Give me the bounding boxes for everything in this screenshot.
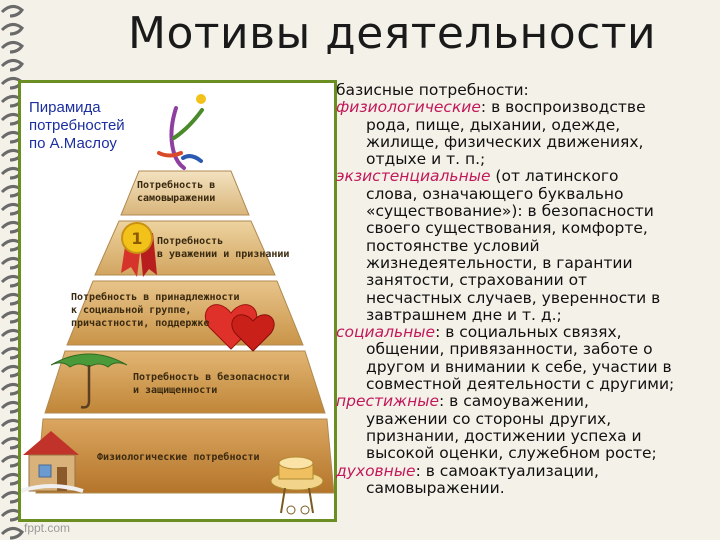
need-item: духовные: в самоактуализации, xyxy=(336,461,716,480)
pyramid-level-label: Потребность в уважении и признании xyxy=(157,235,289,261)
pyramid-panel: Пирамида потребностей по А.Маслоу xyxy=(18,80,337,522)
spiral-ring xyxy=(0,527,25,540)
need-description: : в самоактуализации, xyxy=(415,461,599,480)
need-category: духовные xyxy=(336,461,416,480)
medal-icon: 1 xyxy=(121,222,157,277)
need-description-line: постоянстве условий xyxy=(366,236,540,255)
label-line: Потребность в безопасности xyxy=(133,372,290,383)
pyramid-caption: Пирамида потребностей по А.Маслоу xyxy=(29,99,125,153)
need-category: физиологические xyxy=(336,98,481,117)
need-description: : в воспроизводстве xyxy=(480,98,646,117)
spiral-ring xyxy=(0,59,25,72)
need-description-line: общении, привязанности, заботе о xyxy=(366,340,653,359)
need-description-line: другом и внимании к себе, участии в xyxy=(366,357,672,376)
hearts-icon xyxy=(204,304,275,352)
label-line: и защищенности xyxy=(133,385,218,396)
pyramid-level-label: Потребность в безопасности и защищенност… xyxy=(133,371,290,397)
pyramid-tier-top xyxy=(120,170,250,216)
need-description-line: несчастных случаев, уверенности в xyxy=(366,288,661,307)
need-description-line: своего существования, комфорте, xyxy=(366,219,648,238)
need-description-line: жизнедеятельности, в гарантии xyxy=(366,253,633,272)
needs-heading: базисные потребности: xyxy=(336,81,529,99)
need-description: : в самоуважении, xyxy=(439,392,589,411)
label-line: самовыражении xyxy=(137,193,216,204)
caption-line: Пирамида xyxy=(29,99,101,116)
need-description-line: жилище, физических движениях, xyxy=(366,132,644,151)
pyramid-level-label: Потребность в самовыражении xyxy=(137,179,215,205)
need-description-line: признании, достижении успеха и xyxy=(366,426,642,445)
figure-icon xyxy=(157,94,206,170)
label-line: в уважении и признании xyxy=(157,249,290,260)
pyramid-level-label: Потребность в принадлежности к социально… xyxy=(71,291,240,330)
umbrella-icon xyxy=(50,353,128,409)
need-description-line: «существование»): в безопасности xyxy=(366,202,654,221)
need-description: (от латинского xyxy=(490,167,619,186)
spiral-ring xyxy=(0,23,25,36)
need-description-line: самовыражении. xyxy=(366,478,505,497)
label-line: Потребность xyxy=(157,236,224,247)
need-description: : в социальных связях, xyxy=(435,323,622,342)
label-line: Физиологические потребности xyxy=(97,452,260,463)
table-food-icon xyxy=(270,456,324,515)
need-category: экзистенциальные xyxy=(336,167,491,186)
need-category: престижные xyxy=(336,392,440,411)
caption-line: потребностей xyxy=(29,117,125,134)
needs-description: базисные потребности: физиологические: в… xyxy=(336,81,716,497)
slide-title: Мотивы деятельности xyxy=(128,8,657,59)
medal-number: 1 xyxy=(131,229,142,248)
pyramid-level-label: Физиологические потребности xyxy=(97,451,260,464)
need-description-line: рода, пище, дыхании, одежде, xyxy=(366,115,621,134)
label-line: Потребность в принадлежности xyxy=(71,292,240,303)
need-description-line: высокой оценки, служебном росте; xyxy=(366,444,657,463)
caption-line: по А.Маслоу xyxy=(29,135,117,152)
label-line: к социальной группе, xyxy=(71,305,192,316)
need-item: социальные: в социальных связях, xyxy=(336,324,716,341)
need-item: престижные: в самоуважении, xyxy=(336,393,716,410)
need-description-line: отдыхе и т. п.; xyxy=(366,150,486,169)
label-line: причастности, поддержке xyxy=(71,318,210,329)
need-category: социальные xyxy=(336,323,436,342)
need-description-line: слова, означающего буквально xyxy=(366,184,624,203)
footer-watermark: fppt.com xyxy=(24,521,71,535)
need-item: экзистенциальные (от латинского xyxy=(336,168,716,185)
need-description-line: совместной деятельности с другими; xyxy=(366,375,675,394)
need-description-line: занятости, страховании от xyxy=(366,271,588,290)
need-description-line: завтрашнем дне и т. д.; xyxy=(366,305,562,324)
spiral-ring xyxy=(0,41,25,54)
need-item: физиологические: в воспроизводстве xyxy=(336,99,716,116)
need-description-line: уважении со стороны других, xyxy=(366,409,612,428)
house-icon xyxy=(21,431,84,493)
pyramid-tier-4 xyxy=(44,350,326,414)
label-line: Потребность в xyxy=(137,180,216,191)
maslow-pyramid-illustration: 1 xyxy=(21,94,334,515)
spiral-ring xyxy=(0,5,25,18)
